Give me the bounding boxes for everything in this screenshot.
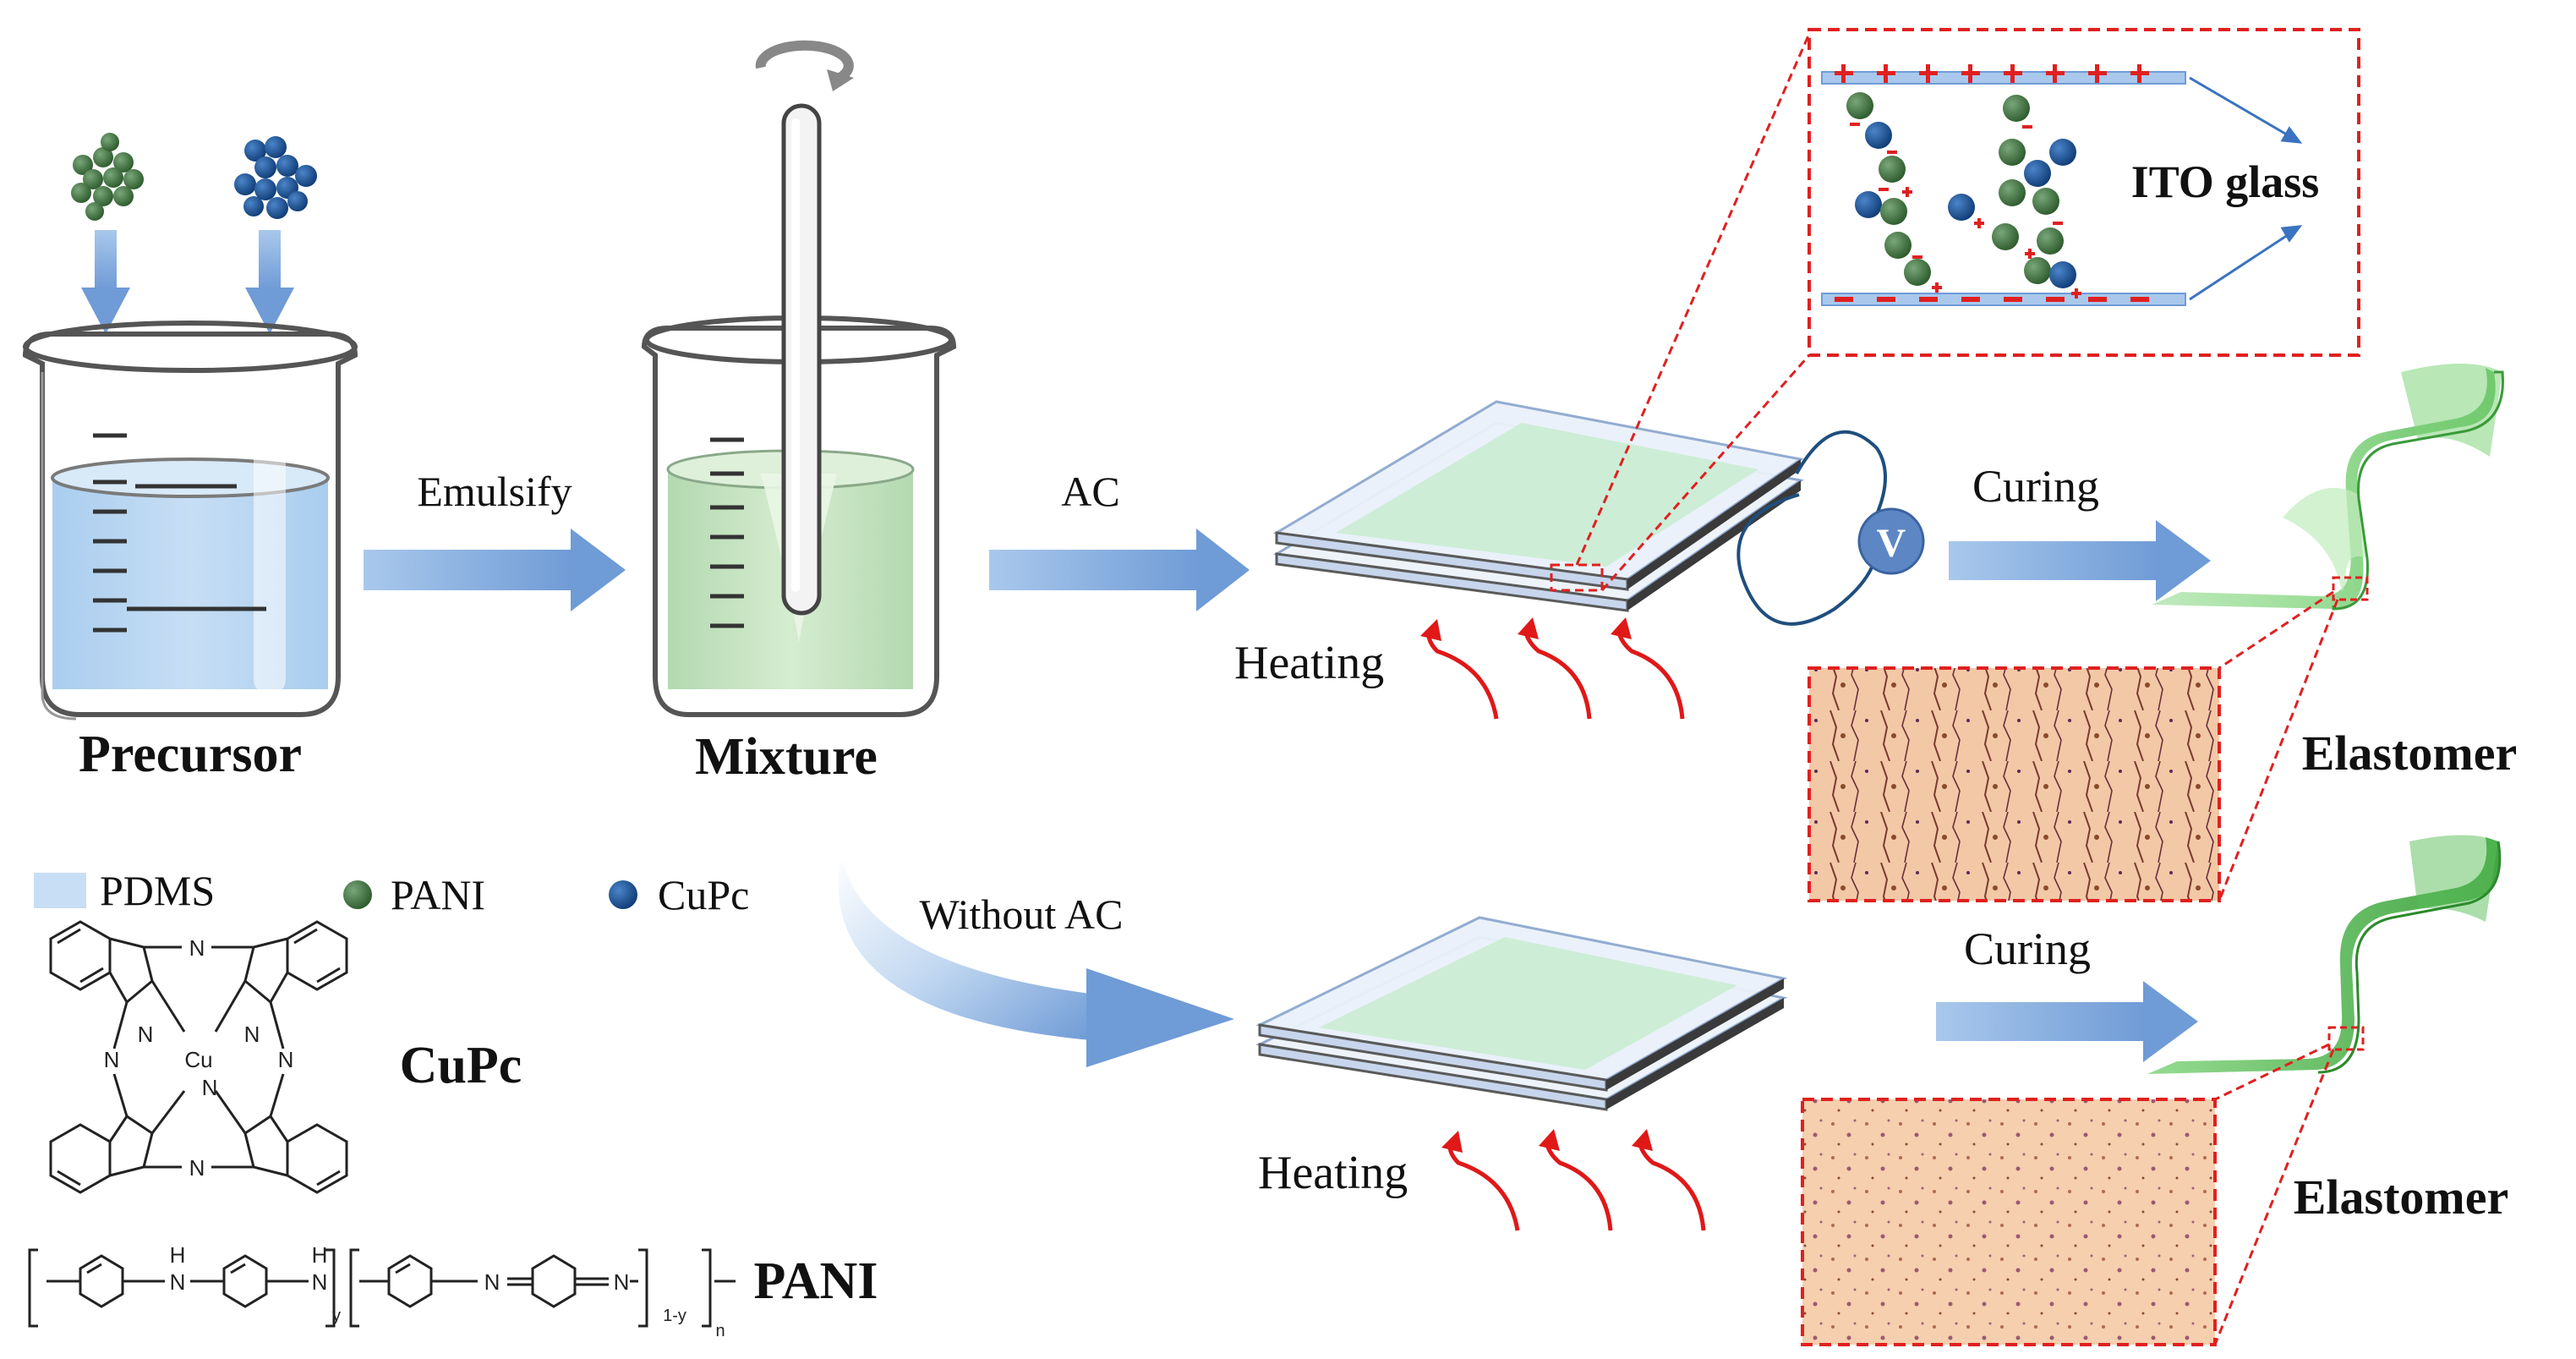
cupc-atom-labels: N N N Cu N N N N (104, 935, 294, 1181)
cupc-swatch (609, 880, 637, 909)
heating-label-top: Heating (1234, 637, 1384, 689)
down-arrow-pani (81, 230, 130, 334)
mixture-label: Mixture (695, 728, 878, 786)
svg-text:y: y (332, 1307, 341, 1325)
pdms-swatch (34, 873, 86, 908)
elastomer-strip-bottom (2147, 835, 2502, 1074)
svg-text:N: N (312, 1269, 328, 1295)
cupc-structure-label: CuPc (400, 1037, 522, 1094)
heat-arrows-bottom (1447, 1143, 1706, 1231)
mixture-beaker (641, 40, 957, 717)
svg-text:N: N (244, 1022, 260, 1047)
ito-glass-label: ITO glass (2131, 156, 2320, 207)
precursor-beaker (22, 321, 358, 721)
svg-text:N: N (138, 1022, 154, 1047)
svg-text:N: N (202, 1075, 218, 1100)
without-ac-arrow (838, 854, 1234, 1067)
emulsify-arrow (364, 529, 626, 611)
pani-swatch (343, 880, 372, 909)
pani-structure-label: PANI (754, 1252, 878, 1310)
legend-pdms-label: PDMS (100, 867, 215, 914)
svg-text:N: N (104, 1047, 120, 1072)
curing-arrow-top (1949, 520, 2211, 601)
voltage-source-icon: V (1857, 507, 1925, 575)
without-ac-label: Without AC (919, 890, 1123, 938)
svg-text:N: N (170, 1269, 186, 1295)
top-glass-stack (1272, 400, 1804, 612)
ito-pointer-arrows (2189, 76, 2303, 301)
svg-text:N: N (189, 1155, 205, 1181)
elastomer-label-top: Elastomer (2302, 726, 2518, 781)
bottom-glass-stack (1255, 916, 1788, 1111)
curing-arrow-bottom (1936, 981, 2198, 1062)
svg-text:N: N (614, 1269, 630, 1295)
svg-text:H: H (170, 1242, 186, 1268)
micrograph-top (1808, 666, 2221, 902)
aligned-particle-chains (1846, 92, 2081, 299)
legend-pani-label: PANI (391, 871, 485, 918)
svg-text:n: n (715, 1322, 725, 1340)
pani-atom-labels: N H N H y N N 1-y n (170, 1242, 725, 1340)
legend-cupc-label: CuPc (658, 871, 749, 918)
zoom-source-box (1550, 563, 1604, 592)
svg-text:N: N (484, 1269, 500, 1295)
elastomer-zoom-source-bottom (2327, 1026, 2365, 1051)
voltage-symbol: V (1877, 521, 1906, 566)
heat-arrows-top (1426, 632, 1685, 720)
svg-text:H: H (312, 1242, 328, 1268)
heating-label-bottom: Heating (1258, 1147, 1408, 1199)
svg-text:N: N (278, 1047, 294, 1072)
svg-text:1-y: 1-y (663, 1307, 686, 1325)
cupc-particle-cluster (234, 136, 317, 219)
micrograph-bottom (1801, 1098, 2217, 1346)
pani-structure (28, 1248, 736, 1328)
svg-text:N: N (189, 935, 205, 961)
precursor-label: Precursor (79, 726, 302, 783)
curing-label-top: Curing (1972, 461, 2099, 512)
ac-circuit-wire (1736, 430, 1887, 626)
ac-arrow (989, 529, 1250, 611)
ito-glass-electrodes (1821, 64, 2186, 306)
pani-particle-cluster (71, 133, 144, 221)
svg-text:Cu: Cu (184, 1047, 212, 1072)
down-arrow-cupc (245, 230, 294, 334)
curing-label-bottom: Curing (1964, 923, 2091, 974)
legend: PDMS PANI CuPc (34, 867, 749, 918)
elastomer-strip-top (2152, 364, 2504, 611)
cupc-structure (49, 920, 348, 1194)
ac-label: AC (1061, 468, 1119, 515)
elastomer-zoom-source-top (2332, 576, 2369, 601)
elastomer-label-bottom: Elastomer (2294, 1170, 2509, 1225)
emulsify-label: Emulsify (417, 468, 572, 515)
